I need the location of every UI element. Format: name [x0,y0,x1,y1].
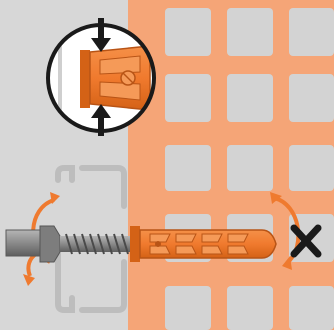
cross-icon [290,224,322,258]
arrow-up-icon [91,104,111,136]
arrow-down-icon [91,18,111,52]
screw [5,225,136,263]
wall-plug [130,226,277,262]
zoom-inset [46,23,156,133]
fixture-outline [55,165,127,313]
